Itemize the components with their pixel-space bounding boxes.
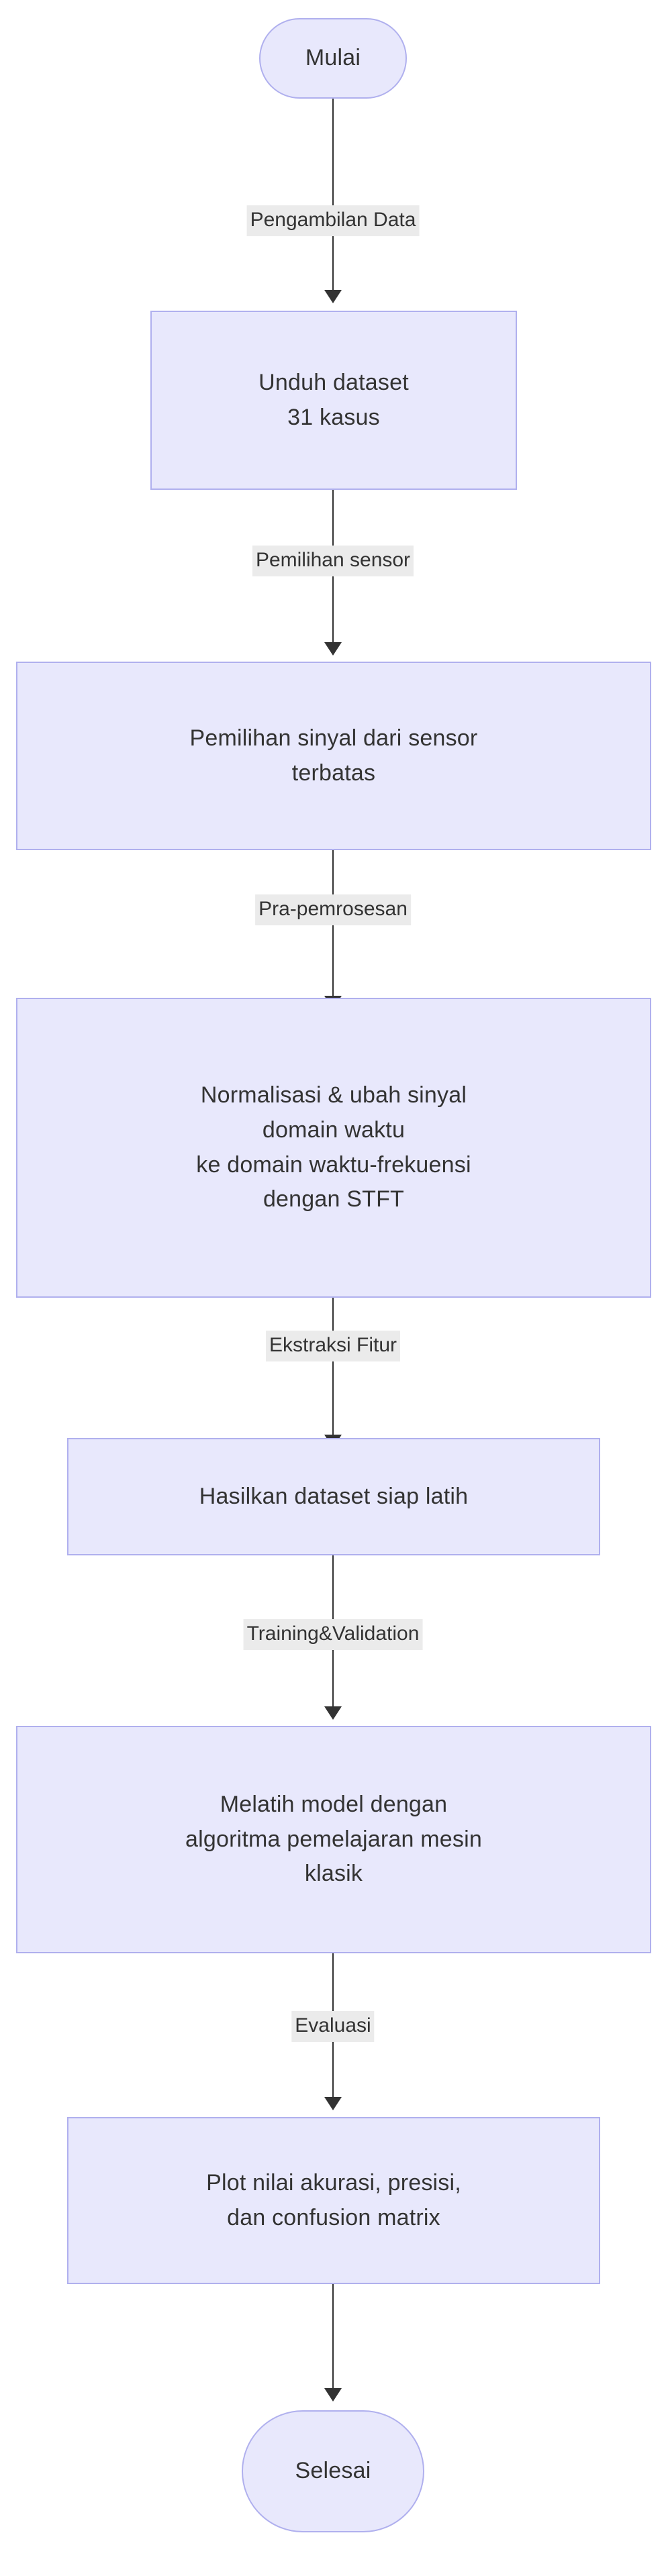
arrow-head-train	[324, 1706, 342, 1720]
node-start-label: Mulai	[305, 45, 361, 71]
edge-line-start-download	[332, 99, 334, 290]
edge-label-pra-pemrosesan: Pra-pemrosesan	[255, 894, 411, 926]
node-pemilihan-sinyal-label: Pemilihan sinyal dari sensor terbatas	[189, 725, 478, 786]
node-plot-evaluasi-label: Plot nilai akurasi, presisi, dan confusi…	[206, 2169, 461, 2230]
node-plot-evaluasi[interactable]: Plot nilai akurasi, presisi, dan confusi…	[67, 2117, 600, 2284]
arrow-head-end	[324, 2388, 342, 2402]
edge-label-evaluasi: Evaluasi	[291, 2011, 375, 2043]
node-normalisasi-stft-label: Normalisasi & ubah sinyal domain waktu k…	[196, 1082, 471, 1213]
node-hasilkan-dataset-label: Hasilkan dataset siap latih	[199, 1483, 469, 1509]
node-unduh-dataset[interactable]: Unduh dataset 31 kasus	[150, 311, 517, 490]
node-start-mulai[interactable]: Mulai	[259, 18, 407, 99]
edge-label-pengambilan-data: Pengambilan Data	[246, 205, 420, 237]
node-end-selesai[interactable]: Selesai	[242, 2410, 424, 2532]
node-hasilkan-dataset[interactable]: Hasilkan dataset siap latih	[67, 1438, 600, 1555]
edge-label-ekstraksi-fitur: Ekstraksi Fitur	[265, 1331, 401, 1362]
edge-line-evaluate-end	[332, 2284, 334, 2388]
arrow-head-evaluate	[324, 2097, 342, 2110]
arrow-head-download	[324, 290, 342, 303]
node-normalisasi-stft[interactable]: Normalisasi & ubah sinyal domain waktu k…	[16, 998, 651, 1298]
node-melatih-model[interactable]: Melatih model dengan algoritma pemelajar…	[16, 1726, 651, 1953]
edge-label-training-validation: Training&Validation	[243, 1619, 423, 1651]
node-pemilihan-sinyal[interactable]: Pemilihan sinyal dari sensor terbatas	[16, 662, 651, 850]
node-unduh-dataset-label: Unduh dataset 31 kasus	[258, 369, 409, 430]
edge-label-pemilihan-sensor: Pemilihan sensor	[252, 546, 414, 577]
edge-line-preprocess-dataset	[332, 1298, 334, 1435]
arrow-head-select	[324, 642, 342, 656]
node-melatih-model-label: Melatih model dengan algoritma pemelajar…	[185, 1791, 482, 1887]
node-end-label: Selesai	[295, 2458, 371, 2484]
